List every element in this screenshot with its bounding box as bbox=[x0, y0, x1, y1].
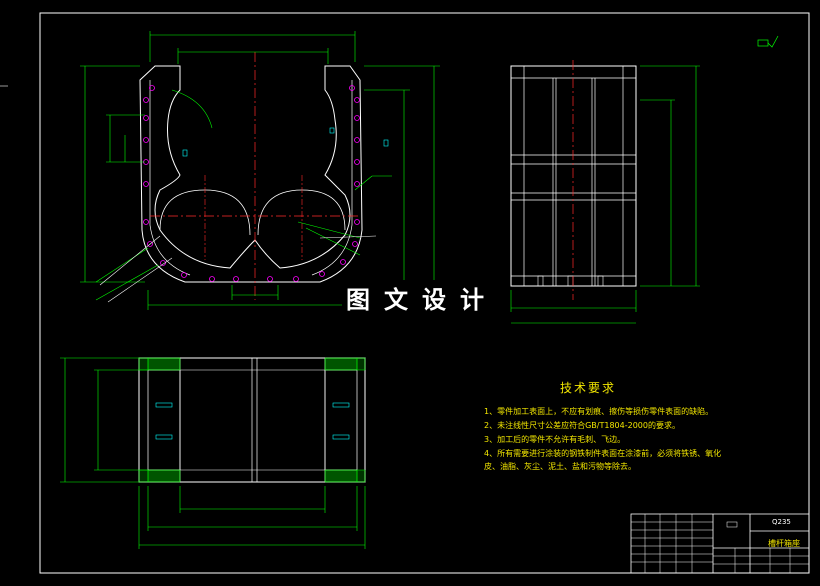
side-view-dimensions bbox=[510, 65, 700, 324]
front-view-slots bbox=[182, 127, 389, 157]
front-view bbox=[80, 31, 440, 310]
front-view-outline bbox=[139, 65, 363, 283]
title-block bbox=[630, 513, 810, 574]
top-view-dimensions bbox=[60, 357, 366, 549]
tech-requirement-3: 3、加工后的零件不允许有毛刺、飞边。 bbox=[484, 435, 626, 444]
top-view bbox=[138, 357, 366, 483]
watermark-text: 图文设计 bbox=[342, 280, 502, 315]
top-view-ribs-left bbox=[155, 402, 350, 440]
front-view-inner-left bbox=[149, 80, 191, 276]
surface-roughness-symbol bbox=[757, 35, 779, 48]
front-view-inner-right bbox=[311, 80, 353, 276]
drawing-frame bbox=[39, 12, 810, 574]
tech-requirement-5: 皮、油脂、灰尘、泥土、盐和污物等除去。 bbox=[484, 462, 636, 471]
side-view bbox=[510, 60, 637, 300]
tech-requirements-title: 技术要求 bbox=[560, 381, 617, 395]
front-view-lobe-right bbox=[257, 189, 346, 236]
side-view-outline bbox=[510, 65, 637, 287]
front-view-leaders bbox=[99, 235, 377, 303]
tech-requirement-2: 2、未注线性尺寸公差应符合GB/T1804-2000的要求。 bbox=[484, 421, 680, 430]
title-block-part-name: 槽杆箱座 bbox=[768, 539, 800, 548]
front-view-dimensions bbox=[80, 31, 440, 310]
tech-requirement-1: 1、零件加工表面上，不应有划痕、擦伤等损伤零件表面的缺陷。 bbox=[484, 407, 714, 416]
title-block-material: Q235 bbox=[772, 518, 791, 526]
tech-requirement-4: 4、所有需要进行涂装的钢铁制件表面在涂漆前，必须将铁锈、氧化 bbox=[484, 449, 722, 458]
